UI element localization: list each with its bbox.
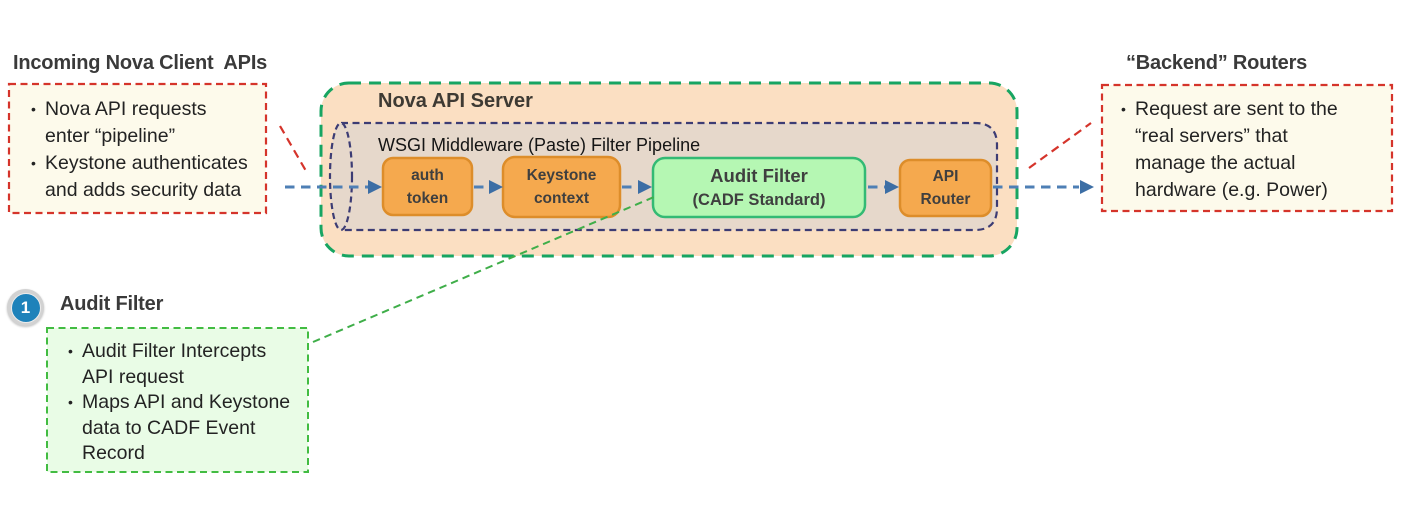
right-note-box bbox=[1100, 83, 1394, 213]
arrowhead-out-icon bbox=[1080, 180, 1094, 194]
list-item: • Maps API and Keystone data to CADF Eve… bbox=[68, 390, 290, 467]
stage-auth-token-box bbox=[381, 156, 474, 217]
arrowhead-2-icon bbox=[638, 180, 652, 194]
bullet-line: Request are sent to the bbox=[1135, 98, 1338, 120]
stage-line: API bbox=[932, 168, 959, 185]
stage-keystone-context-label: Keystone context bbox=[503, 157, 620, 217]
bullet-line: Keystone authenticates bbox=[45, 152, 248, 174]
bullet-line: and adds security data bbox=[45, 179, 242, 201]
stage-line: token bbox=[406, 189, 449, 207]
stage-audit-filter-box bbox=[651, 156, 867, 219]
stage-line: Router bbox=[920, 191, 971, 208]
step-badge-number: 1 bbox=[10, 292, 41, 323]
bullet-line: Maps API and Keystone bbox=[82, 391, 291, 413]
left-note-box bbox=[7, 82, 268, 215]
list-item: • Keystone authenticates and adds securi… bbox=[31, 150, 248, 204]
arrowhead-1-icon bbox=[489, 180, 503, 194]
callout-title: Audit Filter bbox=[60, 293, 164, 315]
stage-audit-filter-label: Audit Filter (CADF Standard) bbox=[653, 158, 865, 217]
bullet-line: “real servers” that bbox=[1135, 125, 1288, 147]
left-note-title: Incoming Nova Client APIs bbox=[13, 52, 268, 74]
right-note-title: “Backend” Routers bbox=[1126, 52, 1308, 74]
arrowhead-3-icon bbox=[885, 180, 899, 194]
callout-bullets: • Audit Filter Intercepts API request • … bbox=[68, 339, 290, 467]
red-leader-left bbox=[279, 125, 307, 172]
stage-api-router-box bbox=[898, 158, 993, 218]
red-leader-right bbox=[1028, 122, 1092, 169]
list-item: • Nova API requests enter “pipeline” bbox=[31, 96, 248, 150]
list-item: • Request are sent to the “real servers”… bbox=[1121, 96, 1338, 204]
bullet-line: enter “pipeline” bbox=[45, 125, 176, 147]
bullet-line: Nova API requests bbox=[45, 98, 207, 120]
bullet-icon: • bbox=[68, 394, 73, 410]
bullet-icon: • bbox=[68, 343, 73, 359]
stage-api-router-label: API Router bbox=[900, 160, 991, 216]
bullet-line: manage the actual bbox=[1135, 152, 1296, 174]
bullet-line: API request bbox=[82, 365, 184, 388]
bullet-line: Record bbox=[82, 442, 145, 464]
stage-line: context bbox=[533, 190, 590, 207]
stage-line: (CADF Standard) bbox=[692, 191, 826, 209]
bullet-icon: • bbox=[31, 155, 36, 171]
right-note-bullets: • Request are sent to the “real servers”… bbox=[1121, 96, 1338, 204]
pipeline-label: WSGI Middleware (Paste) Filter Pipeline bbox=[378, 135, 701, 155]
pipe-opening-ellipse-icon bbox=[328, 121, 354, 232]
left-note-bullets: • Nova API requests enter “pipeline” • K… bbox=[31, 96, 248, 204]
callout-note-box bbox=[46, 327, 309, 473]
bullet-line: data to CADF Event bbox=[82, 416, 256, 439]
bullet-icon: • bbox=[31, 101, 36, 117]
server-title: Nova API Server bbox=[378, 90, 533, 112]
stage-line: Audit Filter bbox=[710, 165, 808, 186]
bullet-line: Audit Filter Intercepts bbox=[82, 340, 267, 362]
arrowhead-in-icon bbox=[368, 180, 382, 194]
bullet-line: hardware (e.g. Power) bbox=[1135, 179, 1328, 201]
stage-auth-token-label: auth token bbox=[383, 158, 472, 215]
bullet-icon: • bbox=[1121, 101, 1126, 117]
stage-line: Keystone bbox=[526, 167, 597, 184]
step-badge: 1 bbox=[7, 289, 44, 326]
wsgi-pipeline-border bbox=[341, 121, 999, 232]
stage-line: auth bbox=[411, 166, 444, 184]
list-item: • Audit Filter Intercepts API request bbox=[68, 339, 290, 390]
